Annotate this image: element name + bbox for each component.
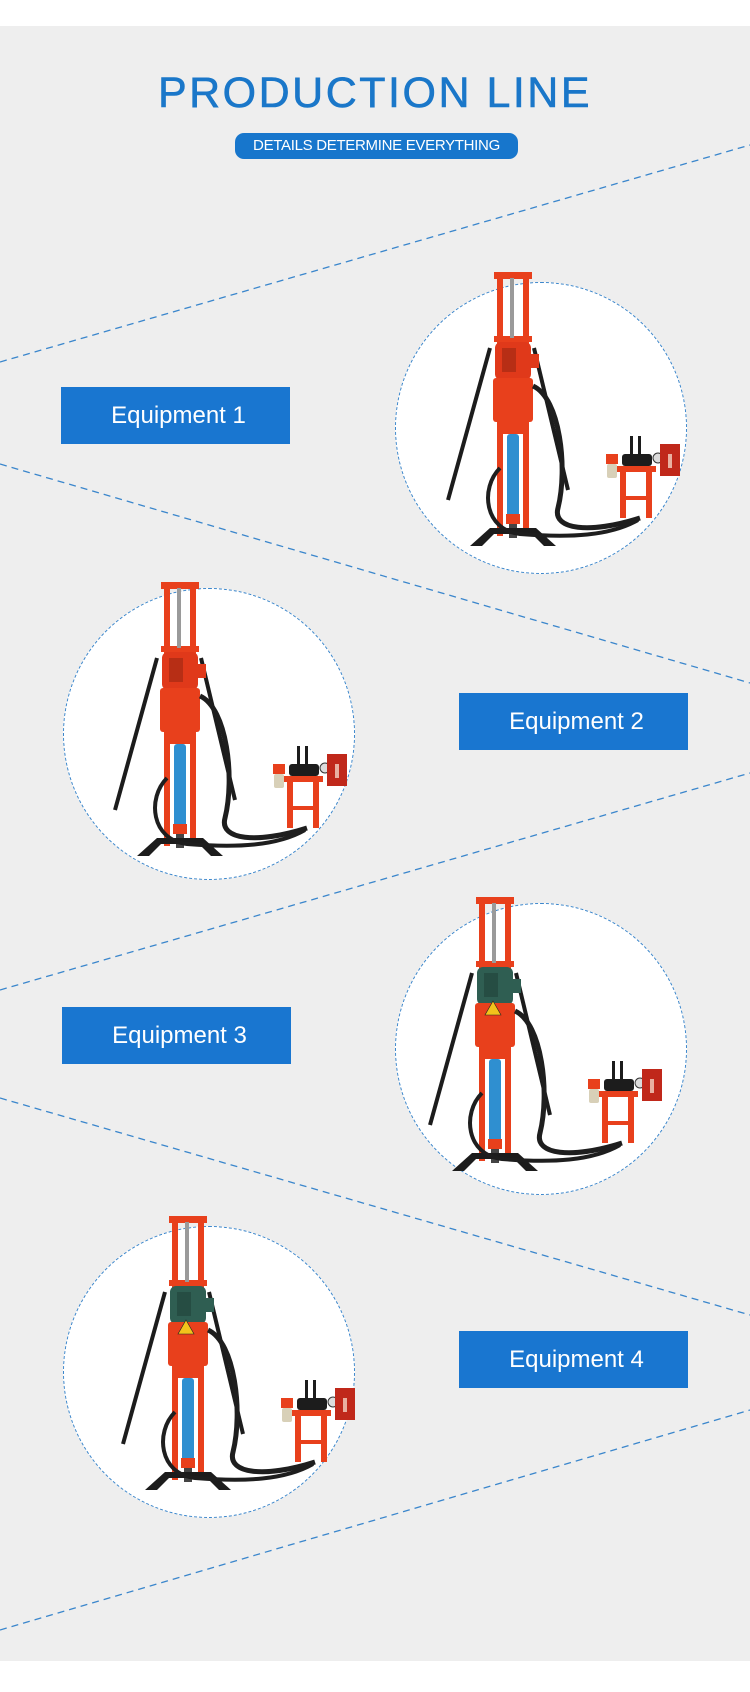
equipment-2-image-frame: [63, 588, 355, 880]
equipment-1-image-frame: [395, 282, 687, 574]
equipment-2-drill-rig-image: [107, 578, 347, 873]
equipment-4-label: Equipment 4: [459, 1331, 688, 1388]
equipment-3-drill-rig-image: [422, 893, 662, 1188]
equipment-1-label: Equipment 1: [61, 387, 290, 444]
equipment-4-drill-rig-image: [115, 1212, 355, 1507]
equipment-3-label: Equipment 3: [62, 1007, 291, 1064]
page-title: PRODUCTION LINE: [157, 69, 593, 117]
subtitle-badge: DETAILS DETERMINE EVERYTHING: [235, 133, 518, 159]
equipment-2-label: Equipment 2: [459, 693, 688, 750]
equipment-1-drill-rig-image: [440, 268, 680, 563]
